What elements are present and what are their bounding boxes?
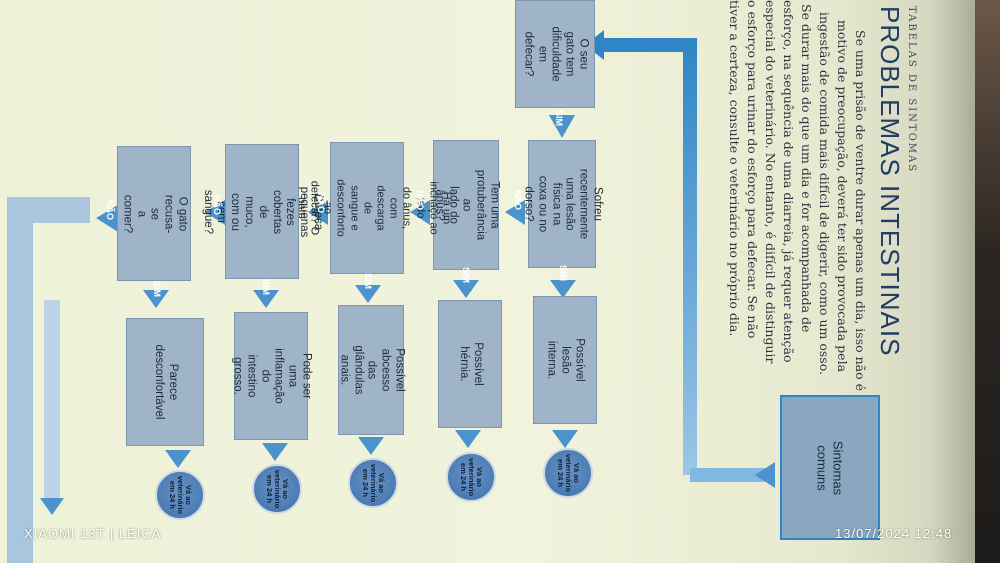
no-label-2: NÃO — [415, 190, 425, 210]
vet-badge-text: Vá ao veterinário em 24 h — [168, 475, 193, 515]
vet-badge-text: Vá ao veterinário em 24 h — [459, 457, 484, 497]
vet-badge-3: Vá ao veterinário em 24 h — [348, 458, 398, 508]
result-text-2: Possível hérnia. — [458, 342, 484, 386]
question-text-1: Sofreu recentemente uma lesão física na … — [522, 168, 604, 240]
result-box-4: Pode ser uma inflamação do intestino gro… — [231, 312, 312, 440]
body-line: motivo de preocupação, deverá ter sido p… — [835, 20, 850, 373]
result-box-5: Parece desconfortável — [126, 318, 204, 446]
body-line: especial do veterinário. No entanto, é d… — [763, 0, 778, 364]
page-title: PROBLEMAS INTESTINAIS — [875, 6, 905, 357]
start-question-text: O seu gato tem dificuldade em defecar? — [522, 26, 590, 82]
result-text-4: Pode ser uma inflamação do intestino gro… — [231, 348, 313, 404]
result-box-3: Possível abcesso das glândulas anais. — [338, 305, 406, 435]
section-label: TABELAS DE SINTOMAS — [906, 6, 917, 174]
question-box-1: Sofreu recentemente uma lesão física na … — [522, 140, 603, 268]
camera-watermark: XIAOMI 13T | LEICA — [24, 526, 162, 541]
no-label-3: NÃO — [316, 193, 326, 213]
question-box-4: Defeca pequenas fezes cobertas de muco, … — [202, 144, 324, 279]
question-text-5: O gato recusa-se a comer? — [121, 194, 189, 233]
no-label-5: NÃO — [105, 200, 115, 220]
datetime-watermark: 13/07/2024 12:48 — [835, 526, 953, 541]
no-label-4: NÃO — [212, 195, 222, 215]
yes-label: SIM — [554, 109, 565, 127]
vet-badge-text: Vá ao veterinário em 24 h — [361, 463, 386, 503]
common-symptoms-box: Sintomas comuns — [780, 395, 880, 540]
body-line: o esforço para urinar do esforço para de… — [745, 0, 760, 339]
body-line: esforço, na sequência de uma diarreia, j… — [781, 0, 796, 363]
question-box-2: Tem uma protuberância ao lado do ânus? — [433, 140, 500, 270]
vet-badge-2: Vá ao veterinário em 24 h — [446, 452, 496, 502]
result-box-2: Possível hérnia. — [438, 300, 502, 428]
result-text-3: Possível abcesso das glândulas anais. — [338, 345, 406, 395]
vet-badge-text: Vá ao veterinário em 24 h — [265, 469, 290, 509]
vet-badge-4: Vá ao veterinário em 24 h — [252, 464, 302, 514]
page-shadow — [930, 0, 975, 563]
common-symptoms-label: Sintomas comuns — [815, 440, 846, 495]
body-line: tiver a certeza, consulte o veterinário … — [727, 0, 742, 337]
yes-label-3: SIM — [363, 272, 374, 290]
yes-label-4: SIM — [261, 278, 272, 296]
body-line: Se durar mais do que um dia e for acompa… — [799, 4, 814, 333]
result-text-5: Parece desconfortável — [153, 344, 179, 420]
result-text-1: Possível lesão interna. — [546, 338, 586, 382]
yes-label-2: SIM — [461, 266, 472, 284]
start-question-box: O seu gato tem dificuldade em defecar? — [515, 0, 595, 108]
question-box-3: Há um inchaço ao lado do ânus, com desca… — [282, 142, 453, 274]
yes-label-5: SIM — [152, 280, 163, 298]
body-line: ingestão de comida mais difícil de diger… — [817, 12, 832, 375]
vet-badge-text: Vá ao veterinário em 24 h — [556, 453, 581, 493]
vet-badge-1: Vá ao veterinário em 24 h — [543, 448, 593, 498]
no-label-1: NÃO — [513, 190, 523, 210]
yes-label-1: SIM — [558, 264, 569, 282]
vet-badge-5: Vá ao veterinário em 24 h — [155, 470, 205, 520]
question-box-5: O gato recusa-se a comer? — [117, 146, 191, 281]
body-line: Se uma prisão de ventre durar apenas um … — [853, 30, 868, 392]
result-box-1: Possível lesão interna. — [533, 296, 597, 424]
